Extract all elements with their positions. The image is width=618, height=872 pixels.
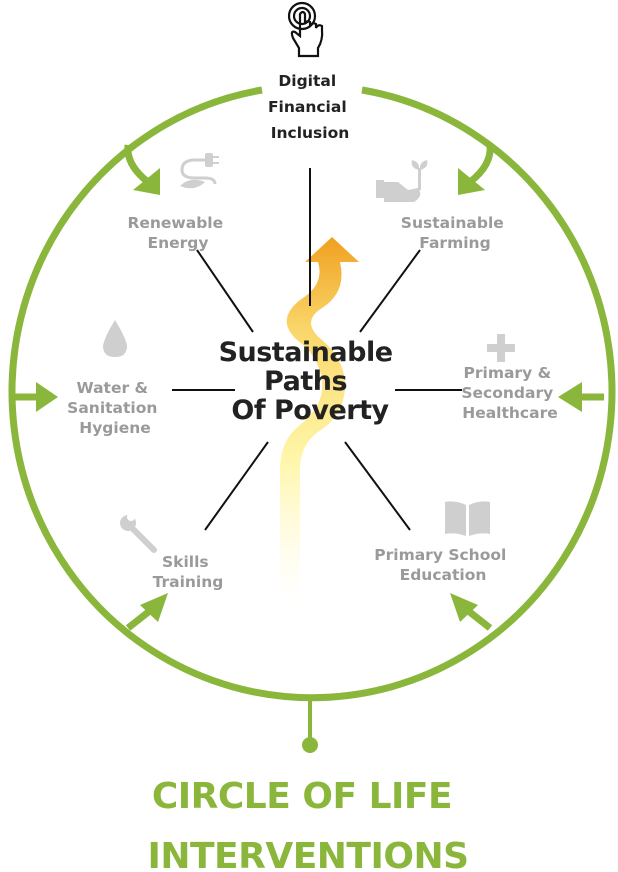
node-water-sanitation-hygiene: Water & Sanitation Hygiene [67, 320, 163, 437]
svg-text:Primary School Education: Primary School Education [374, 546, 511, 584]
svg-text:Sustainable Farming: Sustainable Farming [401, 214, 509, 252]
svg-text:Digital Financial: Digital Financial Inclusion [268, 72, 352, 142]
node-skills-training: Skills Training [120, 513, 223, 591]
arrow-renewable [124, 144, 151, 185]
hand-sprout-icon [376, 160, 428, 202]
node-renewable-energy: Renewable Energy [127, 153, 228, 252]
svg-text:Primary & Secondary: Primary & Secondary Healthcare [461, 364, 558, 422]
diagram-title: CIRCLE OF LIFE INTERVENTIONS [147, 776, 468, 872]
wrench-icon [120, 513, 157, 553]
medical-cross-icon [487, 334, 515, 362]
arrow-heads [36, 168, 582, 622]
svg-text:Water & Sanitation: Water & Sanitation Hygiene [67, 379, 163, 437]
center-title: Sustainable Paths Of Poverty [219, 337, 402, 426]
node-primary-school-education: Primary School Education [374, 501, 511, 584]
ring-stem-dot [302, 737, 318, 753]
node-sustainable-farming: Sustainable Farming [376, 160, 509, 252]
ring [8, 86, 616, 753]
node-digital-financial-inclusion: Digital Financial Inclusion [268, 1, 352, 142]
arrow-farming [467, 144, 494, 185]
ring-arc [8, 86, 616, 702]
svg-text:Renewable Energy: Renewable Energy [127, 214, 228, 252]
plug-leaf-icon [180, 153, 219, 189]
upward-path-arrow [280, 237, 359, 605]
water-drop-icon [103, 320, 127, 357]
svg-text:Skills Training: Skills Training [153, 553, 224, 591]
spokes [172, 168, 462, 531]
open-book-icon [445, 501, 490, 536]
node-primary-secondary-healthcare: Primary & Secondary Healthcare [461, 334, 558, 422]
touch-hand-icon [287, 1, 324, 58]
